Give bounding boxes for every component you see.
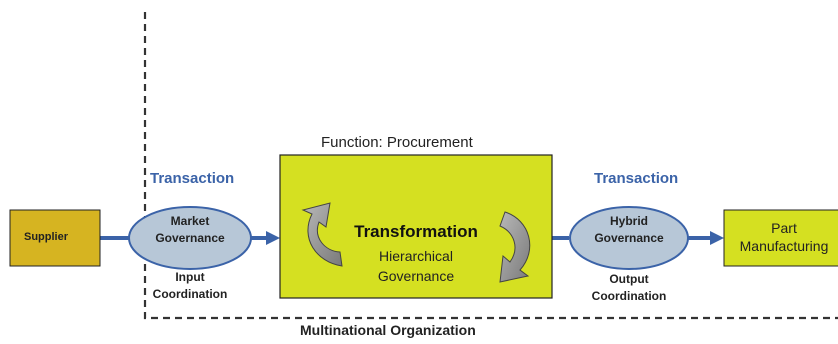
transformation-title: Transformation <box>354 222 478 241</box>
market-to-transformation-arrowhead <box>266 231 280 245</box>
organization-boundary <box>143 12 838 320</box>
output-coordination-line-2: Coordination <box>591 289 667 303</box>
organization-label: Multinational Organization <box>300 322 476 338</box>
function-label: Function: Procurement <box>321 134 473 151</box>
hybrid-governance-line-2: Governance <box>594 231 664 245</box>
hybrid-to-manufacturing-arrowhead <box>710 231 724 245</box>
part-manufacturing-label: Part Manufacturing <box>726 219 838 255</box>
output-coordination-line-1: Output <box>609 272 649 286</box>
hybrid-governance-ellipse <box>569 206 689 270</box>
market-governance-line-2: Governance <box>155 231 225 245</box>
input-coordination-label: Input Coordination <box>130 269 250 303</box>
output-coordination-label: Output Coordination <box>569 271 689 305</box>
input-coordination-line-1: Input <box>175 270 205 284</box>
market-governance-ellipse <box>128 206 252 270</box>
market-governance-line-1: Market <box>170 214 210 228</box>
hybrid-governance-line-1: Hybrid <box>609 214 648 228</box>
hierarchical-governance-line-1: Hierarchical <box>379 248 453 264</box>
market-governance-label: Market Governance <box>130 213 250 247</box>
left-transaction-label: Transaction <box>150 170 235 187</box>
cycle-arrow-left-icon <box>301 202 343 267</box>
input-coordination-line-2: Coordination <box>152 287 228 301</box>
cycle-arrow-right-icon <box>499 211 531 283</box>
supplier-box <box>9 209 101 267</box>
hybrid-governance-label: Hybrid Governance <box>569 213 689 247</box>
part-manufacturing-box <box>723 209 838 267</box>
part-manufacturing-line-2: Manufacturing <box>739 238 829 254</box>
hierarchical-governance-label: Hierarchical Governance <box>316 246 516 286</box>
hierarchical-governance-line-2: Governance <box>377 268 455 284</box>
right-transaction-label: Transaction <box>594 170 679 187</box>
part-manufacturing-line-1: Part <box>771 220 797 236</box>
supplier-label: Supplier <box>24 231 69 243</box>
